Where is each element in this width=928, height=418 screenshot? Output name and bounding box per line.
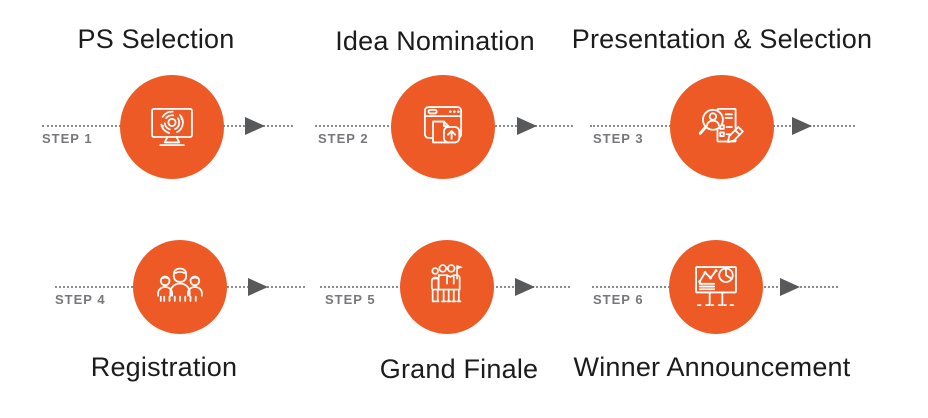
step-6-icon-badge xyxy=(669,240,763,334)
browser-upload-icon xyxy=(423,106,463,144)
step-label: STEP 5 xyxy=(325,292,376,307)
step-1-icon-badge xyxy=(120,75,224,179)
step-title: Grand Finale xyxy=(379,354,539,384)
step-title: Registration xyxy=(90,352,238,382)
monitor-target-icon xyxy=(151,107,193,147)
step-label: STEP 4 xyxy=(55,292,106,307)
step-label: STEP 6 xyxy=(593,292,644,307)
people-with-flag-icon xyxy=(430,264,464,303)
flow-arrow-icon xyxy=(517,117,537,135)
step-title: Winner Announcement xyxy=(573,352,851,382)
flow-arrow-icon xyxy=(780,278,800,296)
step-5-icon-badge xyxy=(400,240,494,334)
step-label: STEP 1 xyxy=(42,131,93,146)
step-3-icon-badge xyxy=(670,75,774,179)
magnifier-profile-document-icon xyxy=(698,107,744,143)
flow-arrow-icon xyxy=(515,278,535,296)
presentation-charts-icon xyxy=(695,266,737,307)
step-label: STEP 3 xyxy=(593,131,644,146)
flow-arrow-icon xyxy=(245,117,265,135)
step-label: STEP 2 xyxy=(318,131,369,146)
team-people-icon xyxy=(157,267,203,302)
step-title: PS Selection xyxy=(77,24,235,54)
step-title: Presentation & Selection xyxy=(571,24,873,54)
flow-arrow-icon xyxy=(792,117,812,135)
step-title: Idea Nomination xyxy=(335,26,535,56)
flow-arrow-icon xyxy=(248,278,268,296)
step-4-icon-badge xyxy=(133,240,227,334)
step-2-icon-badge xyxy=(391,75,495,179)
